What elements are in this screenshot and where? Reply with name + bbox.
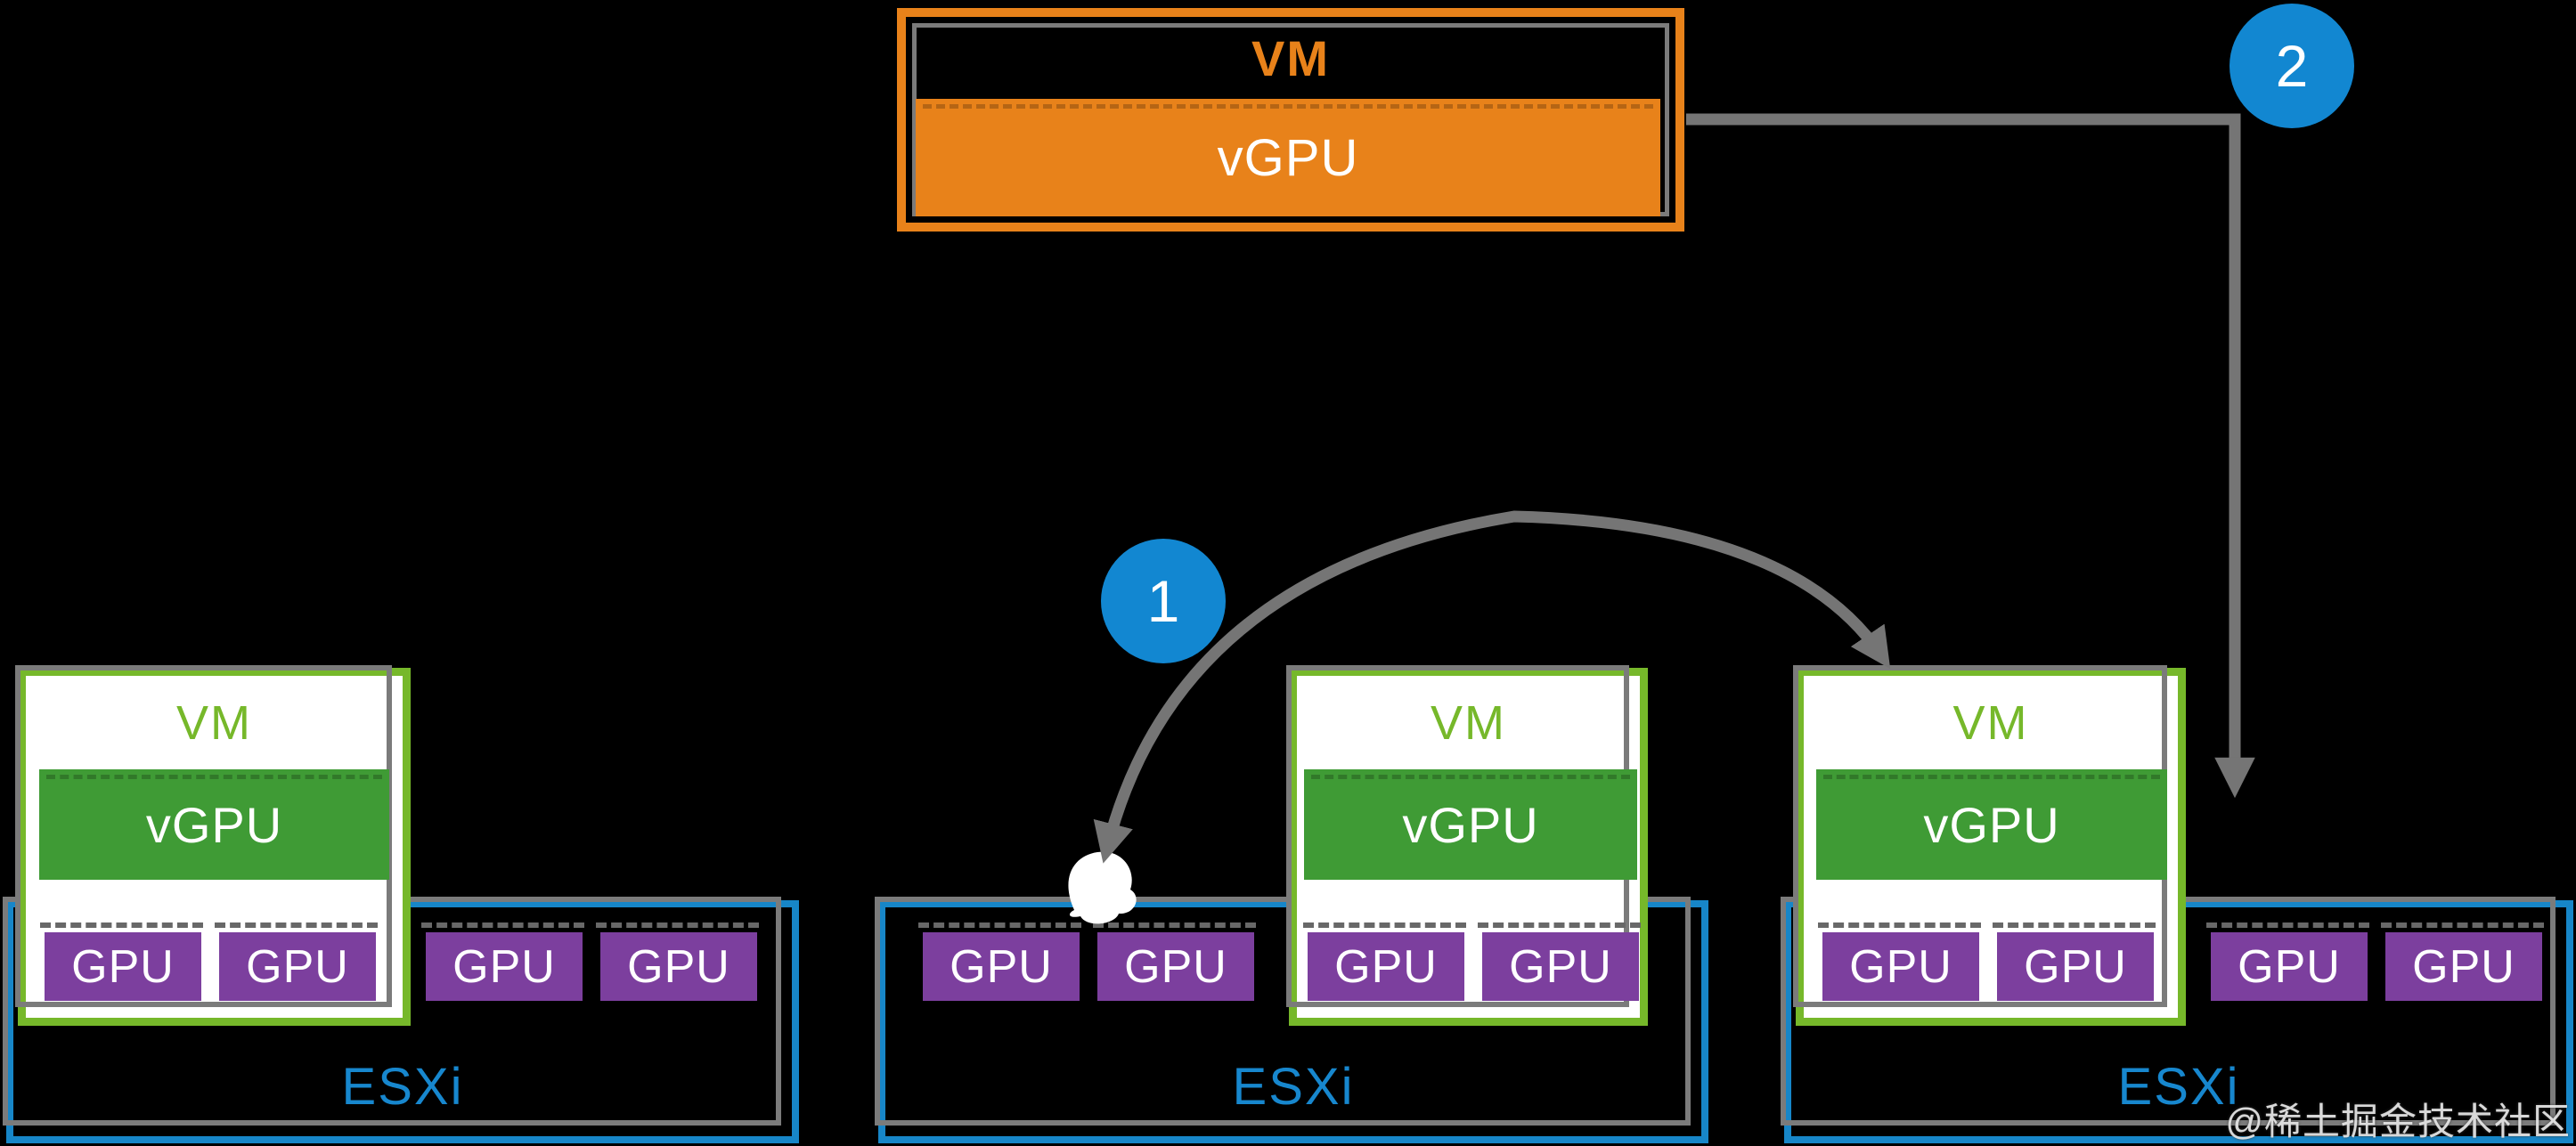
gpu-box: GPU <box>1093 922 1256 1001</box>
gpu-box: GPU <box>2381 922 2544 1001</box>
vm-label: VM <box>1952 696 2029 750</box>
vgpu-box: vGPU <box>1816 769 2167 880</box>
step-number: 1 <box>1146 568 1180 634</box>
step-callout-1: 1 <box>1101 539 1226 663</box>
gpu-box: GPU <box>421 922 584 1001</box>
migrating-vgpu-label: vGPU <box>1217 128 1359 187</box>
migrating-vgpu-box: vGPU <box>916 99 1660 216</box>
watermark: @稀土掘金技术社区 <box>2225 1101 2571 1142</box>
vgpu-box: vGPU <box>1304 769 1637 880</box>
vgpu-box: vGPU <box>39 769 389 880</box>
gpu-box: GPU <box>1993 922 2156 1001</box>
esxi-label: ESXi <box>2117 1058 2240 1116</box>
vgpu-label: vGPU <box>1402 796 1539 853</box>
gpu-box: GPU <box>215 922 378 1001</box>
gpu-box: GPU <box>1478 922 1641 1001</box>
migrating-vm-box: VM vGPU <box>897 8 1684 232</box>
vm-label: VM <box>176 696 252 750</box>
gpu-box: GPU <box>596 922 759 1001</box>
step-number: 2 <box>2275 33 2309 99</box>
vgpu-label: vGPU <box>145 796 283 853</box>
esxi-label: ESXi <box>341 1058 464 1116</box>
gpu-box: GPU <box>40 922 203 1001</box>
vgpu-label: vGPU <box>1923 796 2060 853</box>
gpu-box: GPU <box>1818 922 1981 1001</box>
gpu-box: GPU <box>918 922 1081 1001</box>
step-callout-2: 2 <box>2230 4 2354 128</box>
gpu-box: GPU <box>2206 922 2369 1001</box>
migrating-vm-label: VM <box>1251 30 1330 86</box>
esxi-label: ESXi <box>1232 1058 1355 1116</box>
vm-label: VM <box>1431 696 1506 750</box>
gpu-box: GPU <box>1303 922 1466 1001</box>
